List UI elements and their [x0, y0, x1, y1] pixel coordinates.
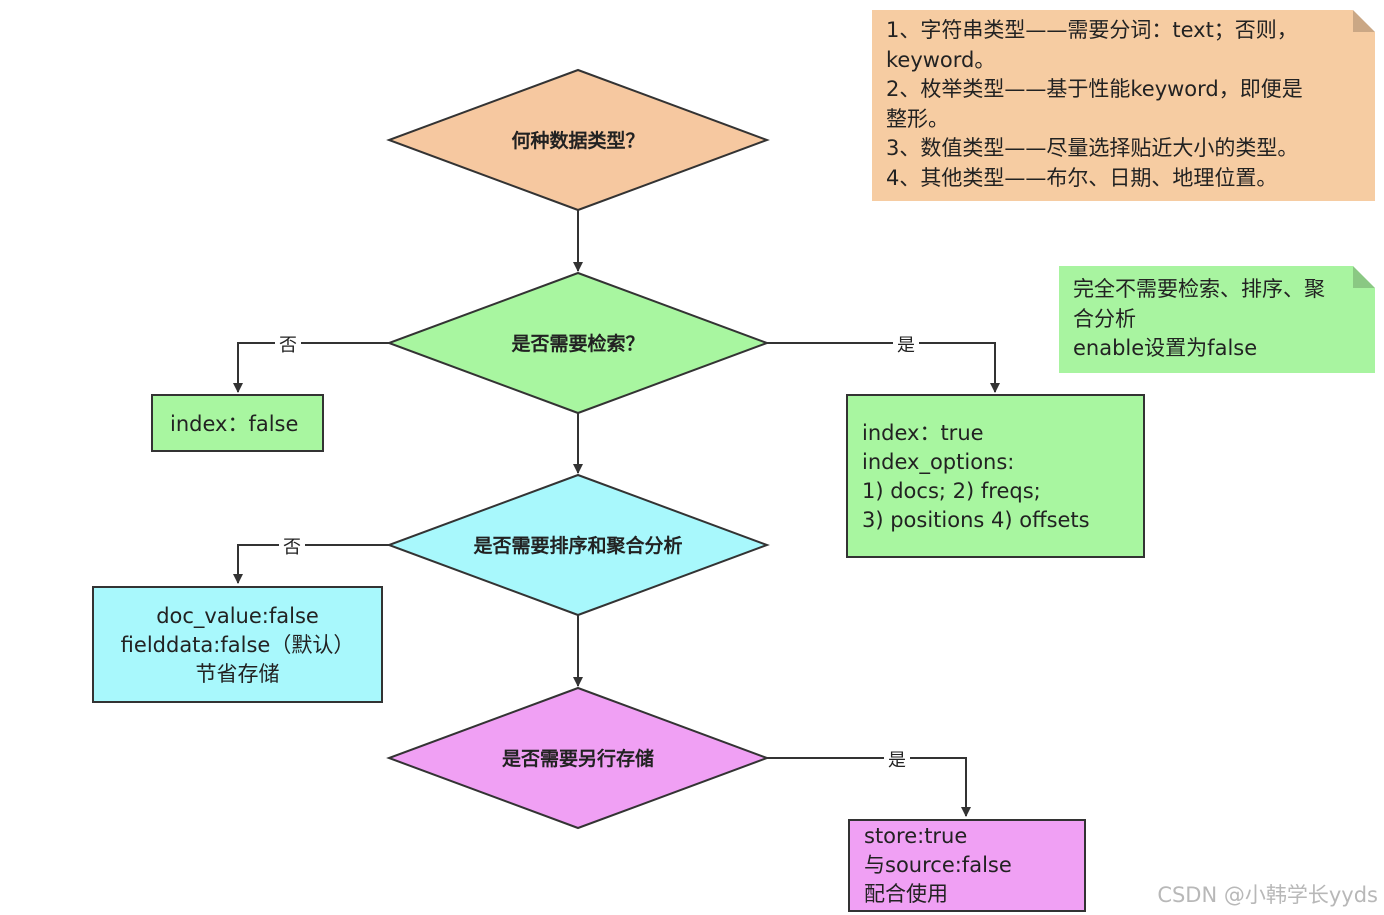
decision-need-store [386, 686, 770, 830]
text-line: 配合使用 [864, 882, 948, 906]
text-line: store:true [864, 824, 968, 848]
text-line: doc_value:false [156, 604, 319, 628]
edge-label-d2-no: 否 [279, 335, 297, 356]
edge-d2-yes [767, 342, 1000, 393]
note-enable-false-fold [1353, 266, 1375, 288]
text-line: 3、数值类型——尽量选择贴近大小的类型。 [886, 136, 1299, 160]
edge-label-d3-no: 否 [283, 537, 301, 558]
edge-d2-no [233, 342, 389, 393]
text-line: 1、字符串类型——需要分词：text；否则， [886, 18, 1298, 42]
edge-label-d4-yes: 是 [888, 750, 906, 771]
text-line: 4、其他类型——布尔、日期、地理位置。 [886, 165, 1278, 190]
watermark: CSDN @小韩学长yyds [1157, 883, 1378, 907]
text-line: fielddata:false（默认） [120, 633, 355, 657]
text-line: index_options: [862, 450, 1015, 474]
box-index-true: index：true index_options: 1) docs; 2) freq… [846, 394, 1145, 558]
text-line: 整形。 [886, 106, 949, 131]
text-line: index：true [862, 421, 984, 445]
text-line: 与source:false [864, 853, 1012, 877]
edge-d3-no [233, 544, 389, 584]
text-line: 2、枚举类型——基于性能keyword，即便是 [886, 77, 1303, 101]
text-line: 合分析 [1073, 306, 1136, 331]
text-line: index：false [170, 412, 299, 436]
note-data-types-fold [1353, 10, 1375, 32]
note-data-types: 1、字符串类型——需要分词：text；否则， keyword。 2、枚举类型——基于… [872, 10, 1375, 201]
note-enable-false: 完全不需要检索、排序、聚合分析 enable设置为false [1059, 266, 1375, 373]
edge-label-d2-yes: 是 [897, 335, 915, 356]
text-line: 节省存储 [195, 662, 280, 686]
box-store-true: store:true 与source:false 配合使用 [848, 819, 1086, 912]
decision-need-search-label: 是否需要检索？ [511, 332, 644, 355]
box-docvalue-fielddata: doc_value:false fielddata:false（默认） 节省存储 [92, 586, 383, 703]
text-line: enable设置为false [1073, 336, 1258, 360]
text-line: 3) positions 4) offsets [862, 508, 1090, 532]
text-line: 完全不需要检索、排序、聚 [1073, 277, 1325, 301]
text-line: keyword。 [886, 47, 996, 72]
edge-d4-yes [767, 757, 971, 817]
decision-data-type-label: 何种数据类型？ [511, 129, 644, 152]
decision-need-sort-agg-label: 是否需要排序和聚合分析 [473, 534, 682, 557]
text-line: 1) docs; 2) freqs; [862, 479, 1041, 503]
decision-need-store-label: 是否需要另行存储 [502, 747, 654, 770]
box-index-false: index：false [151, 394, 324, 452]
